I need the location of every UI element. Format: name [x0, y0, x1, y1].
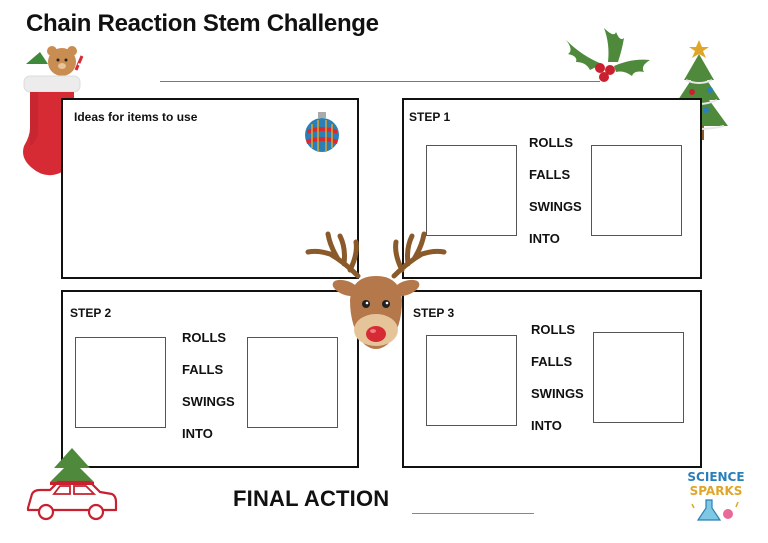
- bauble-icon: [305, 112, 339, 152]
- step1-verb-swings: SWINGS: [529, 199, 582, 214]
- name-write-line: [160, 81, 600, 82]
- final-action-label: FINAL ACTION: [233, 486, 390, 511]
- car-with-tree-icon: [26, 448, 118, 521]
- holly-icon: [566, 28, 650, 82]
- step1-verb-into: INTO: [529, 231, 560, 246]
- step1-verb-rolls: ROLLS: [529, 135, 574, 150]
- ideas-label: Ideas for items to use: [74, 110, 198, 124]
- step2-verb-rolls: ROLLS: [182, 330, 227, 345]
- step2-verb-into: INTO: [182, 426, 213, 441]
- step1-label: STEP 1: [409, 110, 451, 124]
- page-title: Chain Reaction Stem Challenge: [26, 10, 379, 37]
- step1-box-right: [591, 145, 682, 236]
- flask-icon: [691, 499, 739, 521]
- reindeer-icon: [305, 231, 447, 349]
- step3-verb-swings: SWINGS: [531, 386, 584, 401]
- step3-verb-into: INTO: [531, 418, 562, 433]
- step3-verb-rolls: ROLLS: [531, 322, 576, 337]
- logo-line2: SPARKS: [689, 484, 743, 498]
- step3-box-right: [593, 332, 684, 423]
- science-sparks-logo: SCIENCE SPARKS: [684, 470, 748, 526]
- final-action-write-line: [412, 513, 534, 514]
- step1-box-left: [426, 145, 517, 236]
- step3-verb-falls: FALLS: [531, 354, 573, 369]
- logo-line1: SCIENCE: [687, 470, 745, 484]
- step2-verb-falls: FALLS: [182, 362, 224, 377]
- step2-verb-swings: SWINGS: [182, 394, 235, 409]
- step2-box-right: [247, 337, 338, 428]
- step3-label: STEP 3: [413, 306, 455, 320]
- step3-box-left: [426, 335, 517, 426]
- step1-verb-falls: FALLS: [529, 167, 571, 182]
- step2-label: STEP 2: [70, 306, 112, 320]
- step2-box-left: [75, 337, 166, 428]
